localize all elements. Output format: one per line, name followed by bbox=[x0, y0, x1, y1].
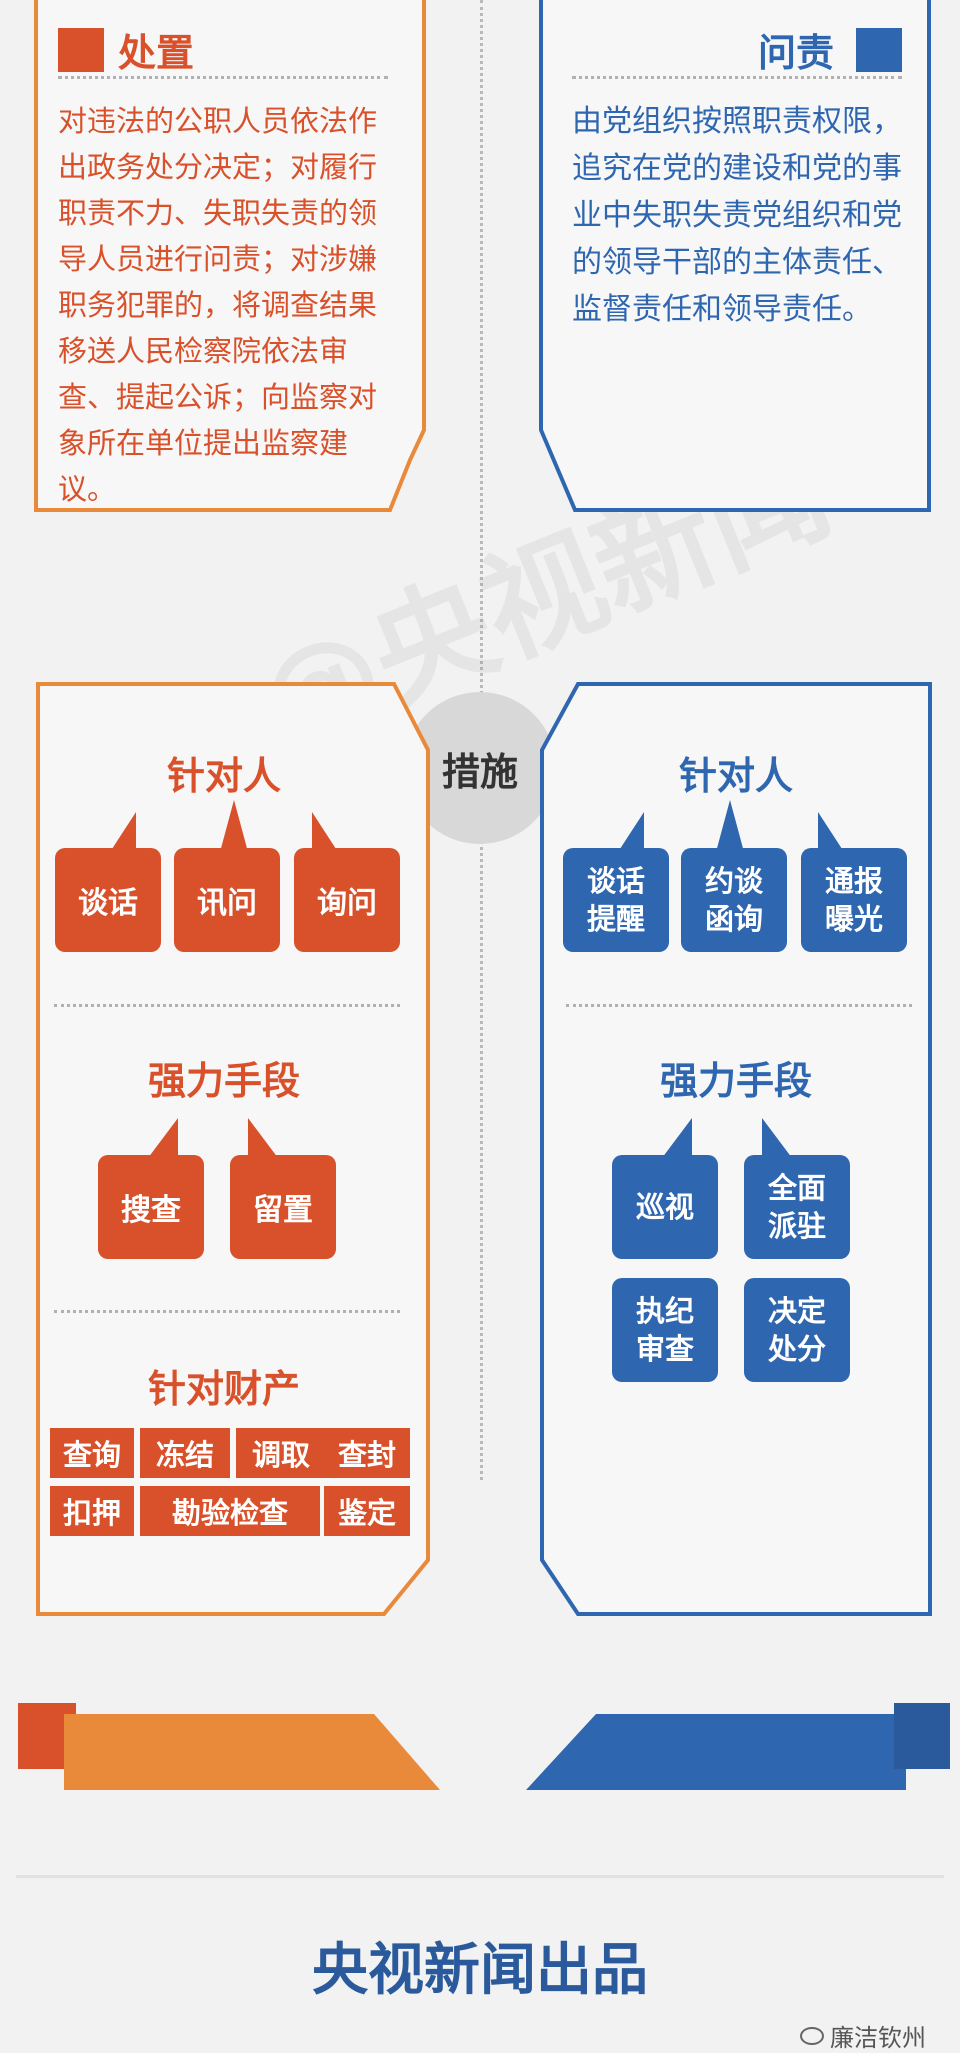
right-sec1-tail-1 bbox=[618, 812, 644, 852]
right-divider-1 bbox=[566, 1004, 912, 1007]
right-item-decide-punish: 决定 处分 bbox=[744, 1278, 850, 1382]
right-item-interview-letter: 约谈 函询 bbox=[681, 848, 787, 952]
right-item-discipline-review: 执纪 审查 bbox=[612, 1278, 718, 1382]
right-item-talk-remind-l2: 提醒 bbox=[586, 902, 645, 936]
wechat-icon bbox=[800, 2026, 824, 2045]
footer-account-name: 廉洁钦州 bbox=[830, 2024, 926, 2052]
left-chip-query: 查询 bbox=[50, 1428, 134, 1478]
right-sec2-heading: 强力手段 bbox=[659, 1059, 812, 1103]
top-right-title-underline bbox=[572, 76, 902, 79]
left-item-talk: 谈话 bbox=[55, 848, 161, 952]
right-item-decide-punish-l1: 决定 bbox=[767, 1294, 826, 1328]
right-item-interview-letter-l2: 函询 bbox=[704, 902, 763, 936]
top-left-card-frame bbox=[34, 0, 426, 512]
left-chip-seal: 查封 bbox=[324, 1428, 410, 1478]
right-sec1-heading: 针对人 bbox=[678, 754, 793, 798]
left-sec3-heading: 针对财产 bbox=[147, 1367, 300, 1411]
top-right-card-frame bbox=[539, 0, 931, 512]
left-item-interrogate: 讯问 bbox=[174, 848, 280, 952]
footer-producer: 央视新闻出品 bbox=[312, 1938, 648, 2003]
right-item-interview-letter-l1: 约谈 bbox=[704, 864, 763, 898]
left-sec2-tail-2 bbox=[248, 1118, 278, 1158]
ribbon-right bbox=[526, 1714, 906, 1790]
right-item-patrol-l1: 巡视 bbox=[635, 1190, 694, 1224]
left-sec1-tail-2 bbox=[220, 800, 248, 852]
right-item-full-stationing: 全面 派驻 bbox=[744, 1155, 850, 1259]
left-chip-appraise: 鉴定 bbox=[324, 1486, 410, 1536]
top-left-marker bbox=[58, 28, 104, 72]
top-right-marker bbox=[856, 28, 902, 72]
right-item-full-stationing-l1: 全面 bbox=[767, 1171, 826, 1205]
left-chip-freeze: 冻结 bbox=[140, 1428, 230, 1478]
right-sec1-tail-3 bbox=[818, 812, 844, 852]
right-item-notify-expose-l1: 通报 bbox=[824, 864, 883, 898]
left-item-detain: 留置 bbox=[230, 1155, 336, 1259]
left-sec1-heading: 针对人 bbox=[166, 754, 281, 798]
left-item-search: 搜查 bbox=[98, 1155, 204, 1259]
top-right-body: 由党组织按照职责权限，追究在党的建设和党的事业中失职失责党组织和党的领导干部的主… bbox=[572, 104, 902, 327]
center-label: 措施 bbox=[441, 749, 518, 794]
left-item-inquire: 询问 bbox=[294, 848, 400, 952]
right-item-patrol: 巡视 bbox=[612, 1155, 718, 1259]
left-chip-retrieve: 调取 bbox=[236, 1428, 326, 1478]
right-item-notify-expose-l2: 曝光 bbox=[824, 902, 883, 936]
ribbon-left bbox=[64, 1714, 440, 1790]
left-divider-1 bbox=[54, 1004, 400, 1007]
right-item-talk-remind: 谈话 提醒 bbox=[563, 848, 669, 952]
right-sec1-tail-2 bbox=[716, 800, 744, 852]
ribbon-right-tab bbox=[894, 1703, 950, 1769]
top-left-body: 对违法的公职人员依法作出政务处分决定；对履行职责不力、失职失责的领导人员进行问责… bbox=[58, 104, 378, 506]
top-right-title: 问责 bbox=[758, 31, 835, 75]
left-divider-2 bbox=[54, 1310, 400, 1313]
top-left-title-underline bbox=[58, 76, 388, 79]
right-sec2-tail-2 bbox=[762, 1118, 792, 1158]
left-sec2-tail-1 bbox=[148, 1118, 178, 1158]
panel-bottom-edge bbox=[16, 1875, 944, 1878]
right-item-discipline-review-l1: 执纪 bbox=[635, 1294, 694, 1328]
left-sec2-heading: 强力手段 bbox=[147, 1059, 300, 1103]
footer-account: 廉洁钦州 bbox=[800, 2018, 926, 2053]
right-item-notify-expose: 通报 曝光 bbox=[801, 848, 907, 952]
left-sec1-tail-1 bbox=[110, 812, 136, 852]
top-left-title: 处置 bbox=[118, 31, 195, 75]
right-item-talk-remind-l1: 谈话 bbox=[586, 864, 645, 898]
left-chip-inspect: 勘验检查 bbox=[140, 1486, 320, 1536]
right-sec2-tail-1 bbox=[662, 1118, 692, 1158]
right-item-full-stationing-l2: 派驻 bbox=[767, 1209, 826, 1243]
right-item-discipline-review-l2: 审查 bbox=[635, 1332, 694, 1366]
right-item-decide-punish-l2: 处分 bbox=[767, 1332, 826, 1366]
left-chip-seize: 扣押 bbox=[50, 1486, 134, 1536]
left-sec1-tail-3 bbox=[312, 812, 338, 852]
